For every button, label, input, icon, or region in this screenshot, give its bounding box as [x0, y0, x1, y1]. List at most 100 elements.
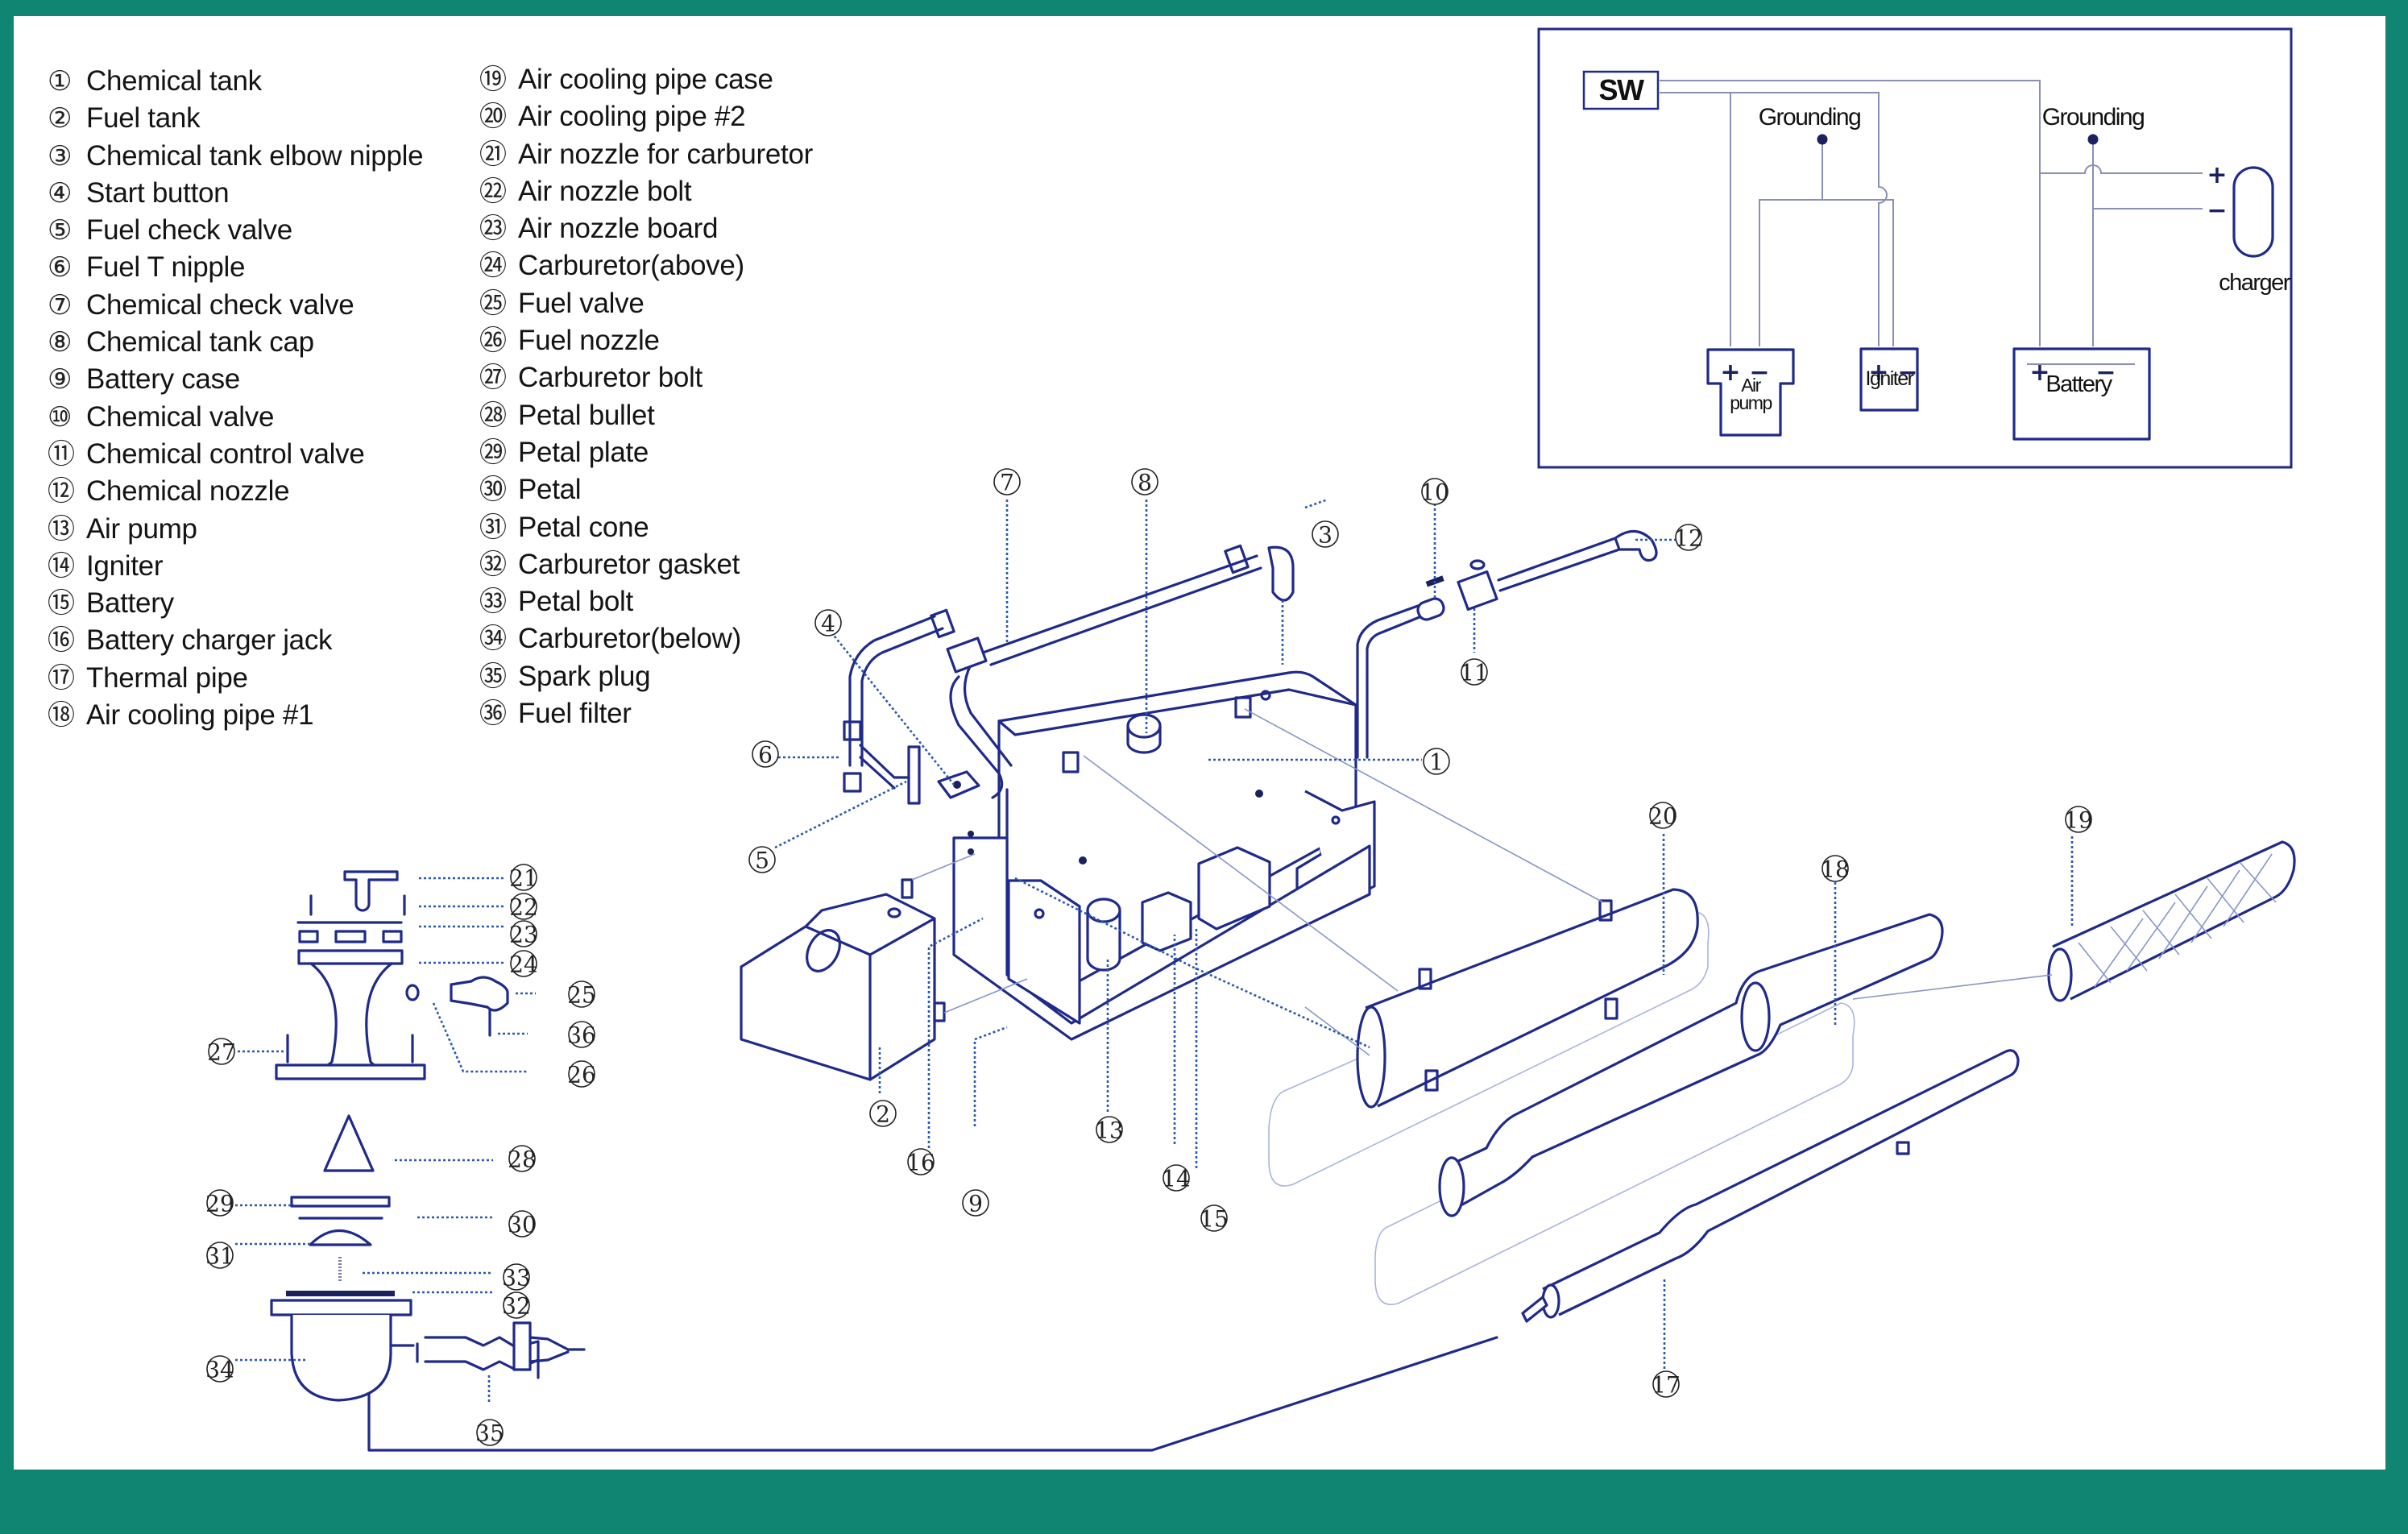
callout-10: 10	[1420, 478, 1449, 506]
carburetor-below-top	[270, 1299, 412, 1316]
wire-sw-battery-plus	[1660, 80, 2041, 346]
legend-number: ㉑	[479, 138, 507, 171]
legend-number: ⑦	[48, 288, 73, 321]
t-nipple-thread-bottom	[843, 772, 862, 793]
battery-case	[952, 831, 1371, 1041]
battery-case-outline	[952, 836, 1371, 1041]
fuel-tank-tab-2	[933, 1001, 946, 1022]
thermal-pipe-tab	[1896, 1141, 1910, 1155]
legend-label: Chemical tank	[86, 65, 262, 97]
callout-26: 26	[567, 1060, 596, 1088]
svg-text:16: 16	[906, 1150, 935, 1176]
legend-number: ㉞	[479, 623, 507, 656]
legend-label: Battery charger jack	[86, 624, 333, 657]
legend-number: ⑨	[48, 363, 73, 396]
t-nipple-thread-top	[843, 720, 862, 741]
tank-bracket-2	[1062, 751, 1080, 773]
legend-number: ①	[48, 65, 73, 97]
charger-minus: −	[2207, 197, 2227, 225]
svg-text:30: 30	[508, 1212, 537, 1238]
alignment-guides	[911, 708, 2053, 1056]
callout-3: 3	[1312, 520, 1339, 549]
fuel-tank-opening	[806, 929, 841, 972]
legend-number: ⑩	[48, 400, 73, 433]
callout-30: 30	[508, 1210, 537, 1238]
legend-label: Air nozzle bolt	[518, 175, 692, 207]
legend-label: Chemical control valve	[86, 437, 365, 470]
air-pump-part	[1086, 910, 1121, 972]
fuel-tank-outline	[740, 893, 936, 1081]
thermal-pipe	[1542, 1049, 2020, 1316]
fuel-check-valve	[907, 745, 921, 805]
svg-text:6: 6	[758, 742, 773, 769]
pipe-case-ghost-1	[1268, 911, 1710, 1187]
legend-label: Chemical tank cap	[86, 326, 314, 359]
carburetor-below-body	[290, 1315, 392, 1402]
exploded-diagram: SW Grounding Grounding + − + − + − + −	[205, 27, 2296, 1452]
charger-symbol	[2232, 166, 2274, 258]
legend-number: ㉔	[479, 250, 507, 283]
svg-text:28: 28	[508, 1146, 537, 1173]
callout-7: 7	[993, 468, 1021, 496]
control-valve-knob	[1469, 559, 1486, 570]
legend-label: Air nozzle board	[518, 213, 719, 245]
charger-plus: +	[2207, 161, 2227, 189]
legend-label: Air pump	[86, 512, 197, 545]
board-slot-1	[298, 930, 319, 943]
svg-text:14: 14	[1162, 1166, 1191, 1192]
fuel-hose	[848, 615, 936, 767]
thermal-pipe-tip	[1521, 1296, 1548, 1323]
callout-18: 18	[1821, 855, 1850, 883]
check-valve-body	[946, 636, 988, 674]
chemical-pipes	[843, 529, 1658, 805]
callout-9: 9	[962, 1189, 989, 1217]
leader-lines	[235, 498, 2074, 1402]
wire-charger-plus	[2040, 164, 2203, 174]
callout-15: 15	[1200, 1204, 1229, 1233]
legend-label: Fuel nozzle	[518, 325, 660, 357]
legend-label: Battery case	[86, 363, 240, 396]
tank-cap-side	[1126, 724, 1162, 754]
legend-label: Petal cone	[518, 511, 649, 543]
callout-12: 12	[1674, 524, 1703, 552]
legend-label: Chemical valve	[86, 400, 275, 433]
legend-label: Igniter	[86, 549, 164, 582]
air-nozzle	[343, 870, 399, 912]
legend-label: Fuel tank	[86, 102, 201, 135]
pipe-2-tab-2	[1598, 899, 1613, 922]
igniter-plus: +	[1868, 359, 1888, 387]
wiring-schematic: SW Grounding Grounding + − + − + − + −	[1537, 27, 2293, 469]
svg-text:19: 19	[2064, 807, 2093, 834]
svg-text:22: 22	[509, 894, 538, 921]
legend-number: ⑰	[48, 661, 75, 694]
svg-text:21: 21	[509, 865, 538, 892]
air-cooling-pipe-case	[2052, 840, 2296, 1001]
legend-label: Chemical nozzle	[86, 475, 290, 508]
callout-6: 6	[752, 740, 779, 769]
battery-plus: +	[2029, 359, 2049, 387]
elbow-thread	[1224, 544, 1250, 574]
elbow-nipple	[1267, 545, 1295, 602]
pipe-2-tab-1	[1418, 968, 1432, 990]
air-pump-label-2: pump	[1730, 392, 1772, 413]
grounding-point-left	[1817, 134, 1828, 145]
callout-31: 31	[205, 1242, 234, 1270]
switch-label: SW	[1599, 73, 1645, 106]
svg-text:17: 17	[1652, 1372, 1681, 1399]
legend-number: ⑲	[479, 64, 507, 96]
